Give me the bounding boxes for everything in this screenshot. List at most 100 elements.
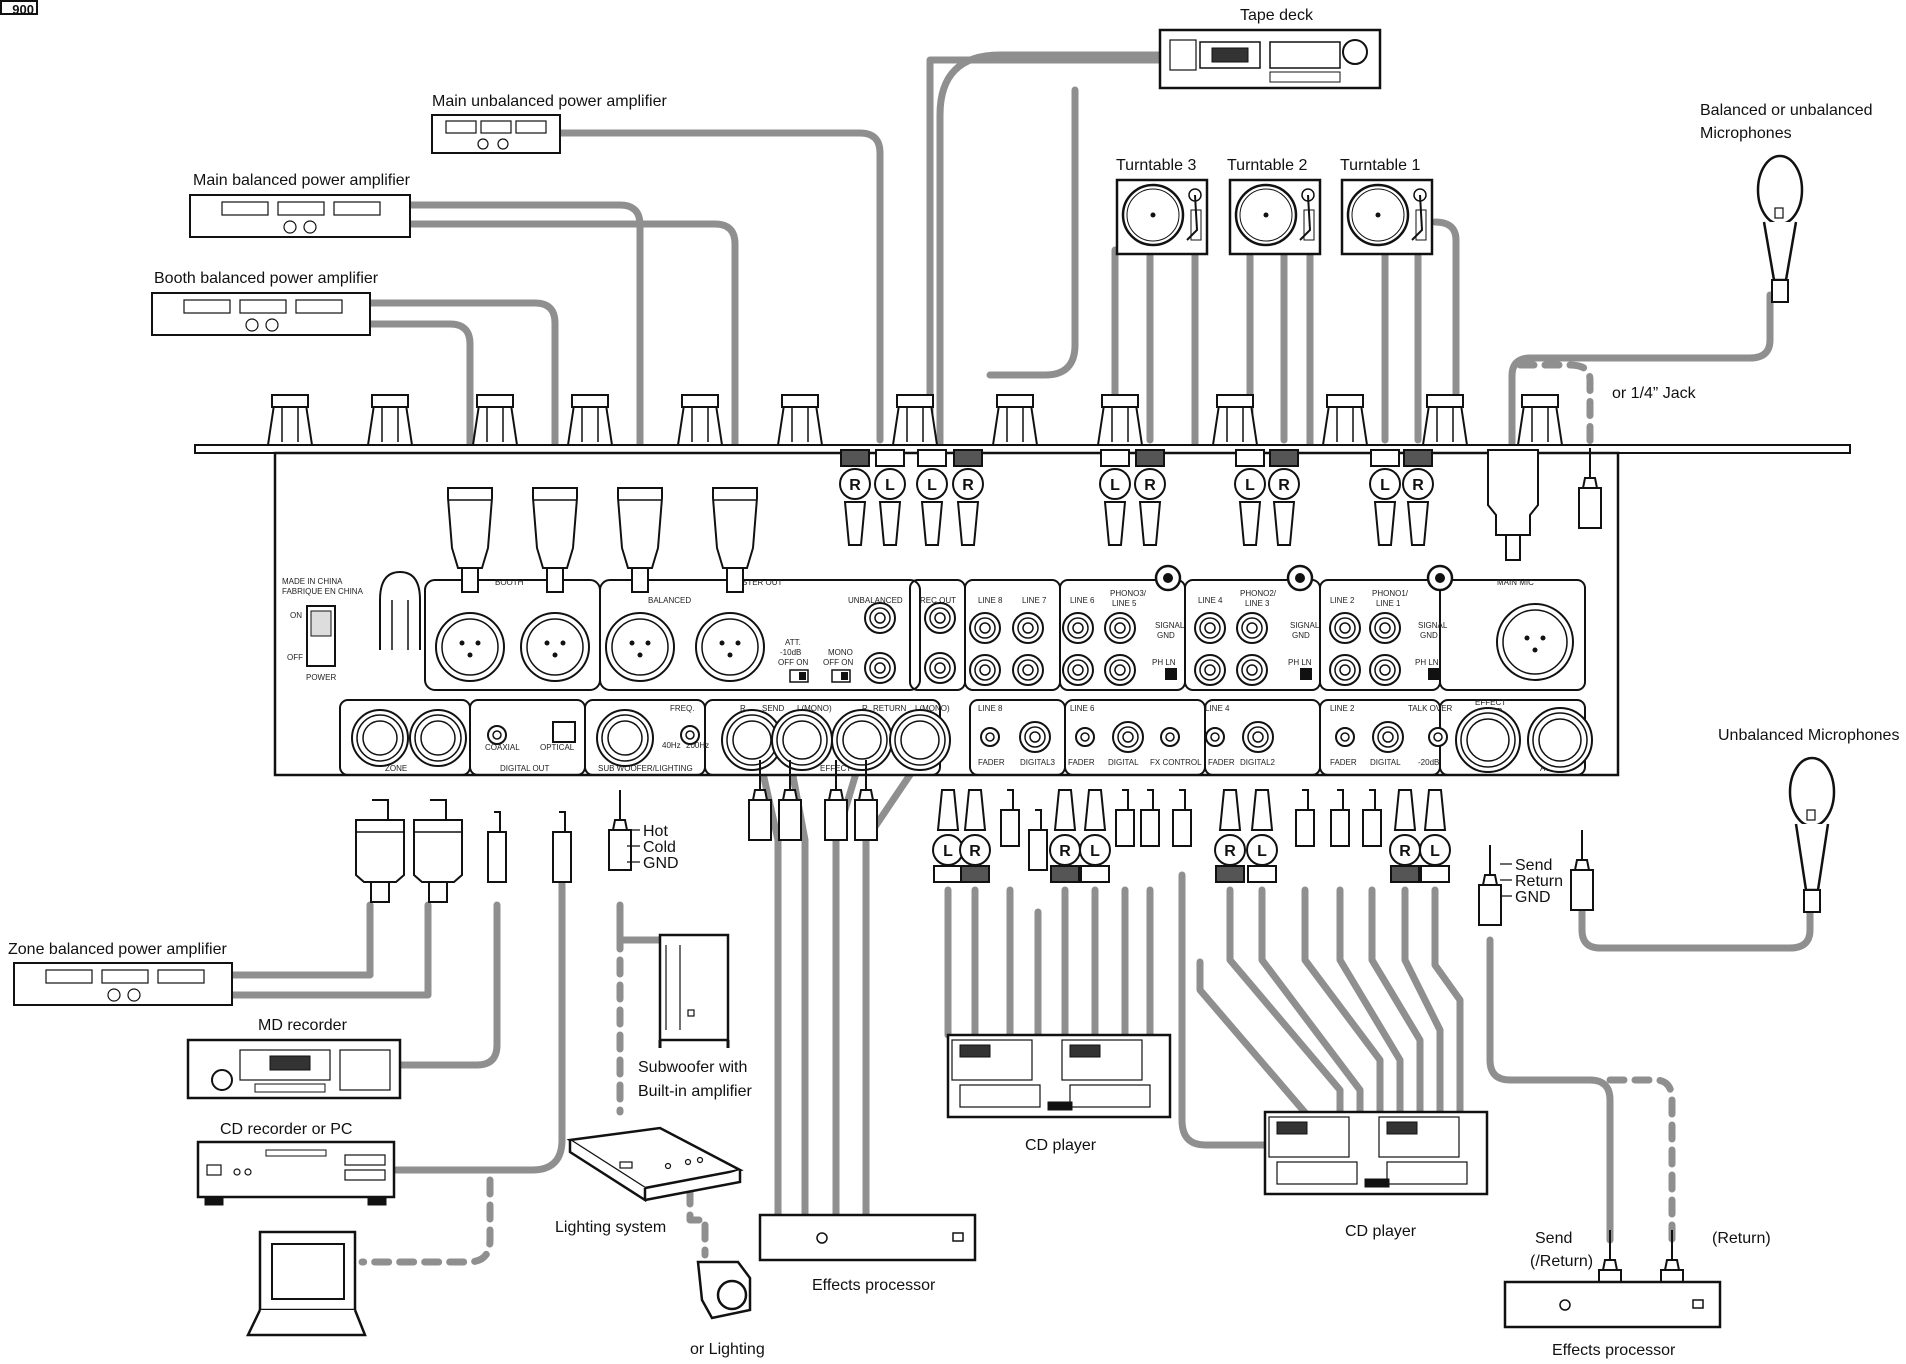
panel-fx-control: FX CONTROL: [1150, 758, 1202, 767]
label-turntable-2: Turntable 2: [1227, 157, 1307, 174]
line3-rca-l: [1236, 612, 1268, 644]
plug-effect-loop: [1478, 845, 1502, 926]
plug-master-l: [712, 487, 758, 593]
svg-text:R: R: [1144, 477, 1156, 494]
rca-line6-l: L: [1079, 789, 1111, 883]
fader-knob-9: [1096, 394, 1144, 446]
booth-xlr-r: [435, 612, 505, 682]
label-balanced-mics-1: Balanced or unbalanced: [1700, 102, 1873, 119]
label-turntable-1: Turntable 1: [1340, 157, 1420, 174]
plug-subwoofer: [608, 790, 632, 871]
ground-terminal-3: [1426, 564, 1454, 592]
subwoofer-jack: [596, 709, 654, 767]
fader-knob-11: [1321, 394, 1369, 446]
md-recorder: MD recorder: [186, 1017, 402, 1100]
lighting-fixture: or Lighting: [690, 1260, 765, 1358]
rca-line8-l: L: [932, 789, 964, 883]
booth-xlr-l: [520, 612, 590, 682]
label-cd-player-2: CD player: [1345, 1223, 1417, 1240]
panel-20db: -20dB: [1418, 758, 1439, 767]
rca-tt1-l: L: [1369, 449, 1401, 546]
phono-switch-1[interactable]: [1428, 668, 1440, 680]
label-return: (Return): [1712, 1230, 1771, 1247]
rca-line2-l: L: [1419, 789, 1451, 883]
rca-line4-l: L: [1246, 789, 1278, 883]
label-subwoofer-1: Subwoofer with: [638, 1059, 747, 1076]
phono-switch-3[interactable]: [1165, 668, 1177, 680]
panel-mono-off-on: OFF ON: [823, 658, 853, 667]
panel-signal-3: SIGNAL: [1155, 621, 1185, 630]
panel-gnd-2: GND: [1292, 631, 1310, 640]
panel-made-in: MADE IN CHINA: [282, 577, 343, 586]
label-cd-player-1: CD player: [1025, 1137, 1097, 1154]
cable-fx-send-l: [786, 756, 809, 1219]
fader2-jack: [1335, 727, 1355, 747]
digital-2-rca: [1372, 721, 1404, 753]
svg-text:R: R: [969, 843, 981, 860]
panel-line5: LINE 5: [1112, 599, 1137, 608]
fader-knobs: [266, 394, 1564, 446]
fader-knob-10: [1211, 394, 1259, 446]
panel-att-db: -10dB: [780, 648, 801, 657]
aux-mic-jack: [1527, 707, 1593, 773]
panel-phln-1: PH LN: [1415, 658, 1439, 667]
label-main-unbalanced: Main unbalanced power amplifier: [432, 93, 667, 110]
phono-switch-2[interactable]: [1300, 668, 1312, 680]
panel-subwoofer: SUB WOOFER/LIGHTING: [598, 764, 693, 773]
rca-line4-r: R: [1214, 789, 1246, 883]
rca-recout-r: R: [952, 449, 984, 546]
panel-digital-out: DIGITAL OUT: [500, 764, 549, 773]
panel-phono3: PHONO3/: [1110, 589, 1147, 598]
cd-recorder: CD recorder or PC: [196, 1121, 396, 1206]
panel-fader-2: FADER: [1330, 758, 1357, 767]
panel-rec-out: REC OUT: [920, 596, 956, 605]
panel-r-send: R: [740, 704, 746, 713]
zone-jack-l: [409, 709, 467, 767]
panel-power: POWER: [306, 673, 336, 682]
panel-phln-3: PH LN: [1152, 658, 1176, 667]
panel-r-return: R: [862, 704, 868, 713]
rca-unbal-l: L: [874, 449, 906, 546]
panel-signal-1: SIGNAL: [1418, 621, 1448, 630]
line7-rca-r: [1012, 654, 1044, 686]
panel-optical: OPTICAL: [540, 743, 575, 752]
panel-line8-lower: LINE 8: [978, 704, 1003, 713]
svg-text:L: L: [1110, 477, 1120, 494]
panel-gnd-1: GND: [1420, 631, 1438, 640]
line8-rca-l: [969, 612, 1001, 644]
panel-booth: BOOTH: [495, 578, 524, 587]
label-fx-gnd: GND: [1515, 889, 1551, 906]
panel-coaxial: COAXIAL: [485, 743, 520, 752]
label-balanced-mics-2: Microphones: [1700, 125, 1792, 142]
panel-return: RETURN: [873, 704, 907, 713]
effects-processor-2: Effects processor: [1503, 1280, 1722, 1359]
main-balanced-amp: Main balanced power amplifier: [189, 172, 411, 238]
fader-knob-3: [471, 394, 519, 446]
cable-tape-right-b: [986, 86, 1079, 379]
panel-line4: LINE 4: [1198, 596, 1223, 605]
cable-main-bal-l: [406, 220, 739, 492]
cable-cdr: [391, 871, 566, 1174]
panel-att: ATT.: [785, 638, 801, 647]
panel-40hz: 40Hz: [662, 741, 681, 750]
fader8-jack: [980, 727, 1000, 747]
plug-quarter-jack: [1578, 448, 1602, 529]
svg-text:L: L: [1257, 843, 1267, 860]
master-xlr-r: [605, 612, 675, 682]
svg-text:R: R: [1412, 477, 1424, 494]
panel-line1: LINE 1: [1376, 599, 1401, 608]
cable-booth-r: [366, 320, 474, 492]
unbal-rca-r: [864, 652, 896, 684]
fader-knob-7: [891, 394, 939, 446]
cable-fxctrl: [1178, 871, 1269, 1149]
plug-digital2: [1330, 789, 1350, 847]
optical-jack: [552, 721, 576, 743]
line2-rca-l: [1329, 612, 1361, 644]
cable-main-unbal: [556, 129, 884, 444]
digital3-rca: [1019, 721, 1051, 753]
plug-return-l: [854, 760, 878, 841]
fader-knob-8: [991, 394, 1039, 446]
panel-off: OFF: [287, 653, 303, 662]
cable-lighting-2: [686, 1186, 709, 1259]
cable-effect-loop: [1486, 936, 1614, 1244]
